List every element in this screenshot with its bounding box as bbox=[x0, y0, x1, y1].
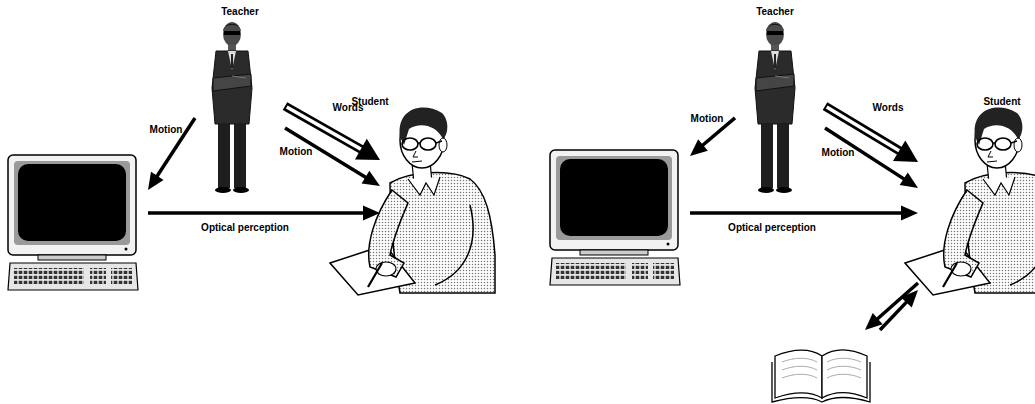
edge-label: Words bbox=[333, 102, 364, 114]
teacher-node: Teacher bbox=[735, 4, 825, 192]
book-figure bbox=[772, 350, 870, 402]
student-figure bbox=[905, 108, 1035, 295]
arrow-shaft-inner bbox=[827, 107, 901, 152]
computer-figure bbox=[550, 150, 680, 285]
computer-figure bbox=[8, 155, 138, 290]
arrow-head bbox=[362, 171, 380, 186]
teacher-figure bbox=[212, 22, 252, 193]
edge-label: Motion bbox=[280, 146, 313, 158]
student-figure bbox=[330, 108, 495, 295]
arrow bbox=[865, 283, 918, 330]
arrow-head bbox=[900, 172, 918, 188]
student-node: Student bbox=[918, 92, 1035, 292]
arrow bbox=[148, 206, 380, 221]
arrow-shaft bbox=[880, 301, 908, 330]
arrow-head bbox=[690, 139, 708, 156]
student-node: Student bbox=[380, 92, 498, 292]
edge-label: Words bbox=[873, 102, 904, 114]
arrow bbox=[285, 128, 380, 186]
book-node bbox=[765, 330, 885, 402]
arrow-head bbox=[901, 206, 918, 221]
arrow-head bbox=[363, 206, 380, 221]
arrow-head bbox=[355, 139, 380, 160]
arrow-shaft bbox=[690, 211, 903, 215]
edge-label: Motion bbox=[150, 124, 183, 136]
teacher-node: Teacher bbox=[195, 4, 285, 192]
computer-node bbox=[5, 150, 148, 292]
edge-label: Optical perception bbox=[201, 222, 289, 234]
arrow bbox=[825, 128, 918, 188]
node-label: Teacher bbox=[221, 6, 259, 18]
computer-node bbox=[545, 148, 690, 290]
arrow-head bbox=[893, 140, 918, 162]
arrow bbox=[148, 118, 195, 190]
node-label: Teacher bbox=[756, 6, 794, 18]
node-label: Student bbox=[983, 96, 1020, 108]
teacher-figure bbox=[755, 22, 795, 193]
arrow-shaft bbox=[148, 211, 365, 215]
arrow bbox=[690, 206, 918, 221]
edge-label: Optical perception bbox=[728, 222, 816, 234]
arrow bbox=[880, 290, 918, 330]
arrow-shaft-inner bbox=[287, 107, 363, 150]
edge-label: Motion bbox=[822, 147, 855, 159]
edge-label: Motion bbox=[691, 113, 724, 125]
arrow-head bbox=[148, 172, 164, 190]
arrow-head bbox=[901, 290, 918, 307]
